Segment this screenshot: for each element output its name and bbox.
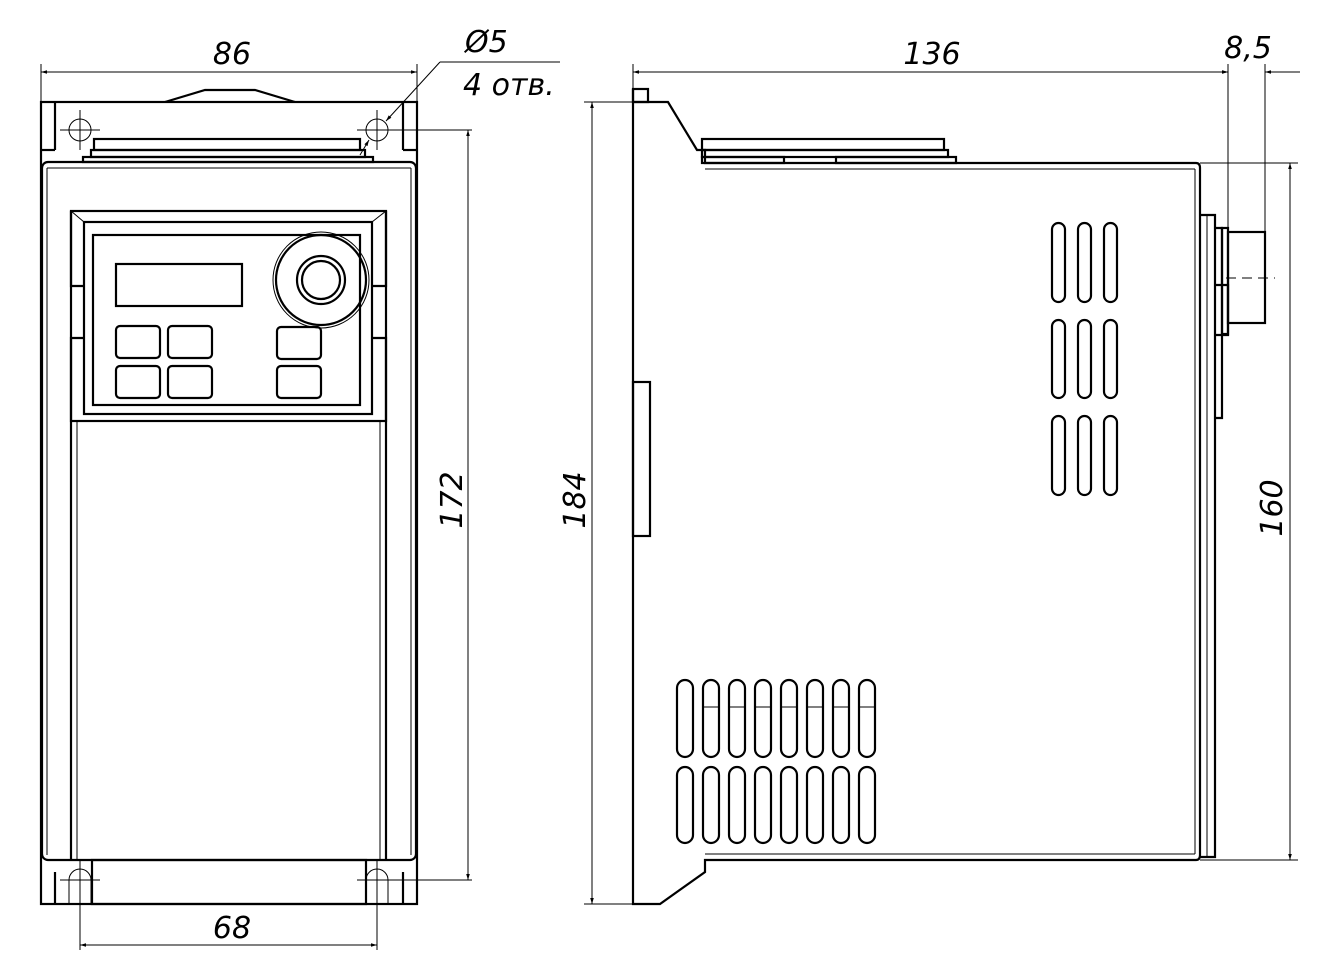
dim-hole-pitch: 68 — [213, 911, 251, 946]
dim-body-height: 160 — [1255, 479, 1290, 536]
key — [114, 324, 162, 360]
display-window — [114, 262, 244, 308]
vent-slot — [857, 765, 877, 845]
dim-connector: 8,5 — [1224, 31, 1272, 66]
dim-hole-count: 4 отв. — [463, 68, 555, 103]
key — [166, 364, 214, 400]
vent-slot — [701, 765, 721, 845]
vent-slot — [779, 765, 799, 845]
side-view — [631, 87, 1275, 906]
vent-slot — [805, 678, 825, 759]
vent-slot — [805, 765, 825, 845]
front-dimensions: 86 68 172 Ø5 4 отв. — [40, 25, 560, 947]
knob — [272, 231, 370, 329]
top-tab — [164, 88, 296, 104]
dim-width: 86 — [213, 37, 251, 72]
side-dimensions: 136 8,5 184 160 — [558, 31, 1300, 905]
vent-slot — [831, 678, 851, 759]
key — [166, 324, 214, 360]
vent-slot — [727, 765, 747, 845]
dim-hole-height: 172 — [435, 471, 470, 528]
connector — [1200, 213, 1275, 859]
key — [114, 364, 162, 400]
vent-slot — [701, 678, 721, 759]
key — [275, 325, 323, 361]
dim-depth: 136 — [903, 37, 960, 72]
vent-slot — [857, 678, 877, 759]
vent-slot — [753, 678, 773, 759]
vent-slot — [831, 765, 851, 845]
front-view — [39, 88, 472, 950]
vent-slot — [753, 765, 773, 845]
vents-upper — [1050, 221, 1119, 497]
vent-slot — [675, 678, 695, 759]
vent-slot — [675, 765, 695, 845]
vent-slot — [727, 678, 747, 759]
keypad — [69, 209, 388, 423]
vent-slot — [779, 678, 799, 759]
dim-hole-diameter: Ø5 — [463, 25, 508, 60]
vents-lower — [675, 678, 877, 845]
side-rib — [631, 380, 652, 538]
key — [275, 364, 323, 400]
mounting-holes — [60, 110, 472, 950]
dim-height: 184 — [558, 471, 593, 528]
